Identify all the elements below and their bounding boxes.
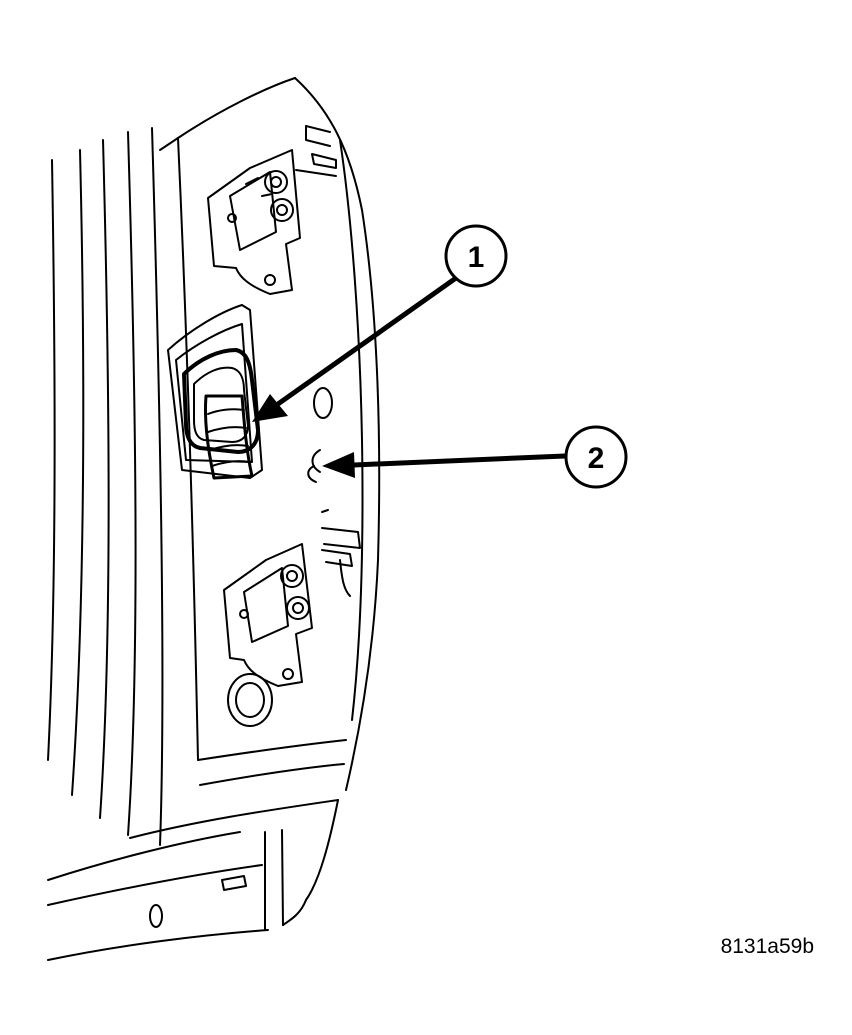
door-opening-contours [47,127,263,906]
callout-2: 2 [564,425,628,489]
callout-1-leader [252,275,459,422]
wire-harness-grommet [167,304,263,480]
figure-id-code: 8131a59b [720,935,814,958]
hinge-pillar-panel [47,77,381,961]
callout-2-number: 2 [588,442,605,475]
callout-1: 1 [444,224,508,288]
callout-1-number: 1 [468,241,485,274]
callout-2-leader [322,452,568,478]
lower-hinge [223,543,313,727]
upper-hinge [207,149,301,295]
